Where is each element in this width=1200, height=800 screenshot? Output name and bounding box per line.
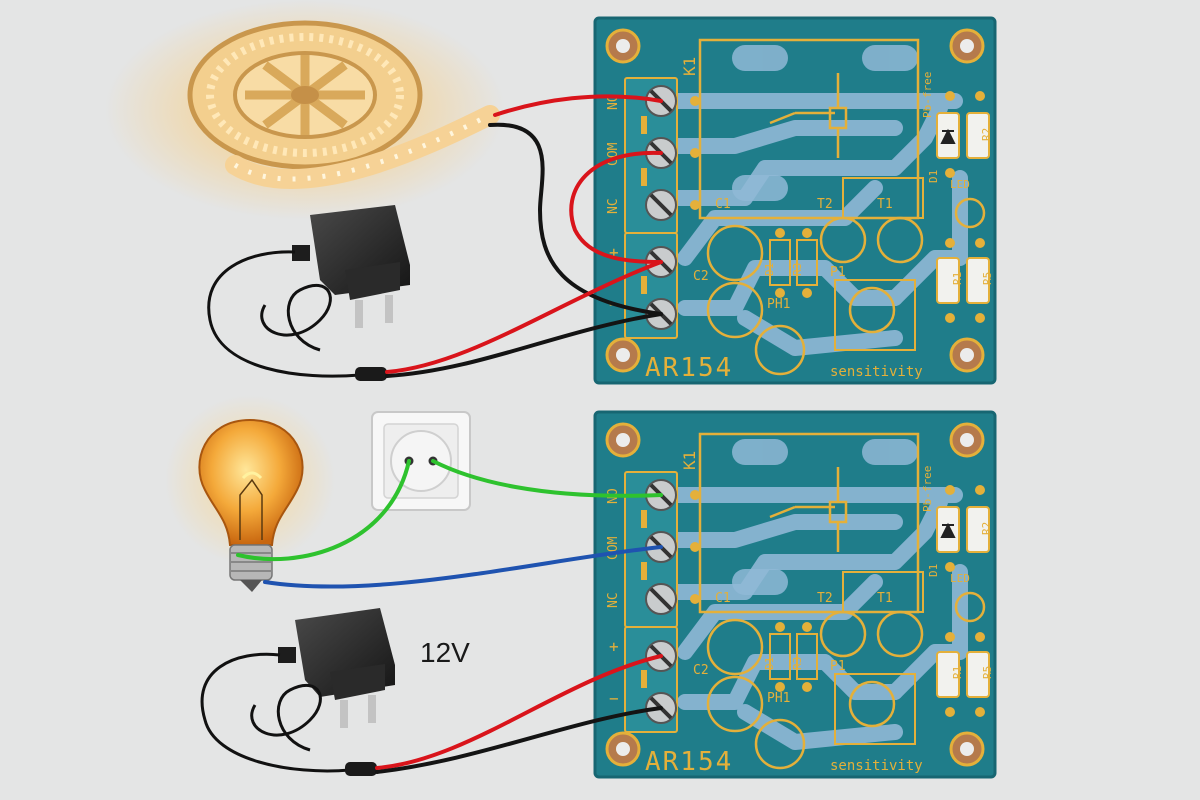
component-t1: T1: [877, 197, 893, 212]
wall-socket-icon: [371, 411, 471, 511]
component-r3: R3: [791, 657, 804, 670]
wire-red-led-to-no: [493, 94, 663, 117]
wire-black-adapter-to-minus: [385, 312, 663, 378]
component-t1: T1: [877, 591, 893, 606]
component-led: LED: [950, 572, 970, 585]
adapter-voltage-label: 12V: [420, 637, 470, 668]
relay-label: K1: [680, 57, 699, 76]
board-name-label: AR154: [645, 353, 733, 383]
component-ph1: PH1: [767, 297, 790, 312]
wire-green-bulb-to-socket: [236, 459, 411, 562]
wire-green-socket-to-no: [431, 459, 663, 498]
terminal-label-com: COM: [606, 536, 621, 560]
component-d1: D1: [763, 263, 776, 276]
component-led: LED: [950, 178, 970, 191]
wire-red-com-to-plus: [569, 150, 663, 264]
component-t2: T2: [817, 591, 833, 606]
component-r1: R1: [951, 272, 964, 285]
wire-black-led-to-minus: [488, 122, 663, 316]
power-adapter-icon: [207, 205, 410, 381]
component-r2: R2: [980, 128, 993, 141]
component-p1: P1: [830, 659, 846, 674]
pb-free-label: Pb-free: [921, 466, 934, 512]
wire-black-adapter2-to-minus: [375, 706, 663, 774]
board-name-label: AR154: [645, 747, 733, 777]
component-p1: P1: [830, 265, 846, 280]
relay-label: K1: [680, 451, 699, 470]
component-d1-led: D1: [927, 564, 940, 577]
component-ph1: PH1: [767, 691, 790, 706]
component-r5: R5: [981, 272, 994, 285]
component-c2: C2: [693, 663, 709, 678]
wire-red-adapter2-to-plus: [375, 654, 663, 770]
light-bulb-icon: [165, 395, 335, 592]
terminal-label-nc: NC: [606, 198, 621, 214]
component-c1: C1: [715, 591, 731, 606]
sensitivity-label: sensitivity: [830, 364, 923, 380]
wire-red-adapter-to-plus: [385, 260, 663, 374]
wire-blue-bulb-to-com: [263, 545, 663, 589]
component-r5: R5: [981, 666, 994, 679]
component-d1: D1: [763, 657, 776, 670]
component-r1: R1: [951, 666, 964, 679]
component-r3: R3: [791, 263, 804, 276]
component-t2: T2: [817, 197, 833, 212]
relay-board-bottom: [595, 412, 995, 777]
component-c2: C2: [693, 269, 709, 284]
sensitivity-label: sensitivity: [830, 758, 923, 774]
terminal-label-minus: −: [609, 689, 619, 708]
pb-free-label: Pb-free: [921, 72, 934, 118]
led-strip-icon: [105, 0, 505, 220]
component-d1-led: D1: [927, 170, 940, 183]
component-r2: R2: [980, 522, 993, 535]
terminal-label-plus: +: [609, 243, 619, 262]
power-adapter-icon: [200, 608, 395, 776]
terminal-label-nc: NC: [606, 592, 621, 608]
component-c1: C1: [715, 197, 731, 212]
terminal-label-plus: +: [609, 637, 619, 656]
relay-board-top: [595, 18, 995, 383]
